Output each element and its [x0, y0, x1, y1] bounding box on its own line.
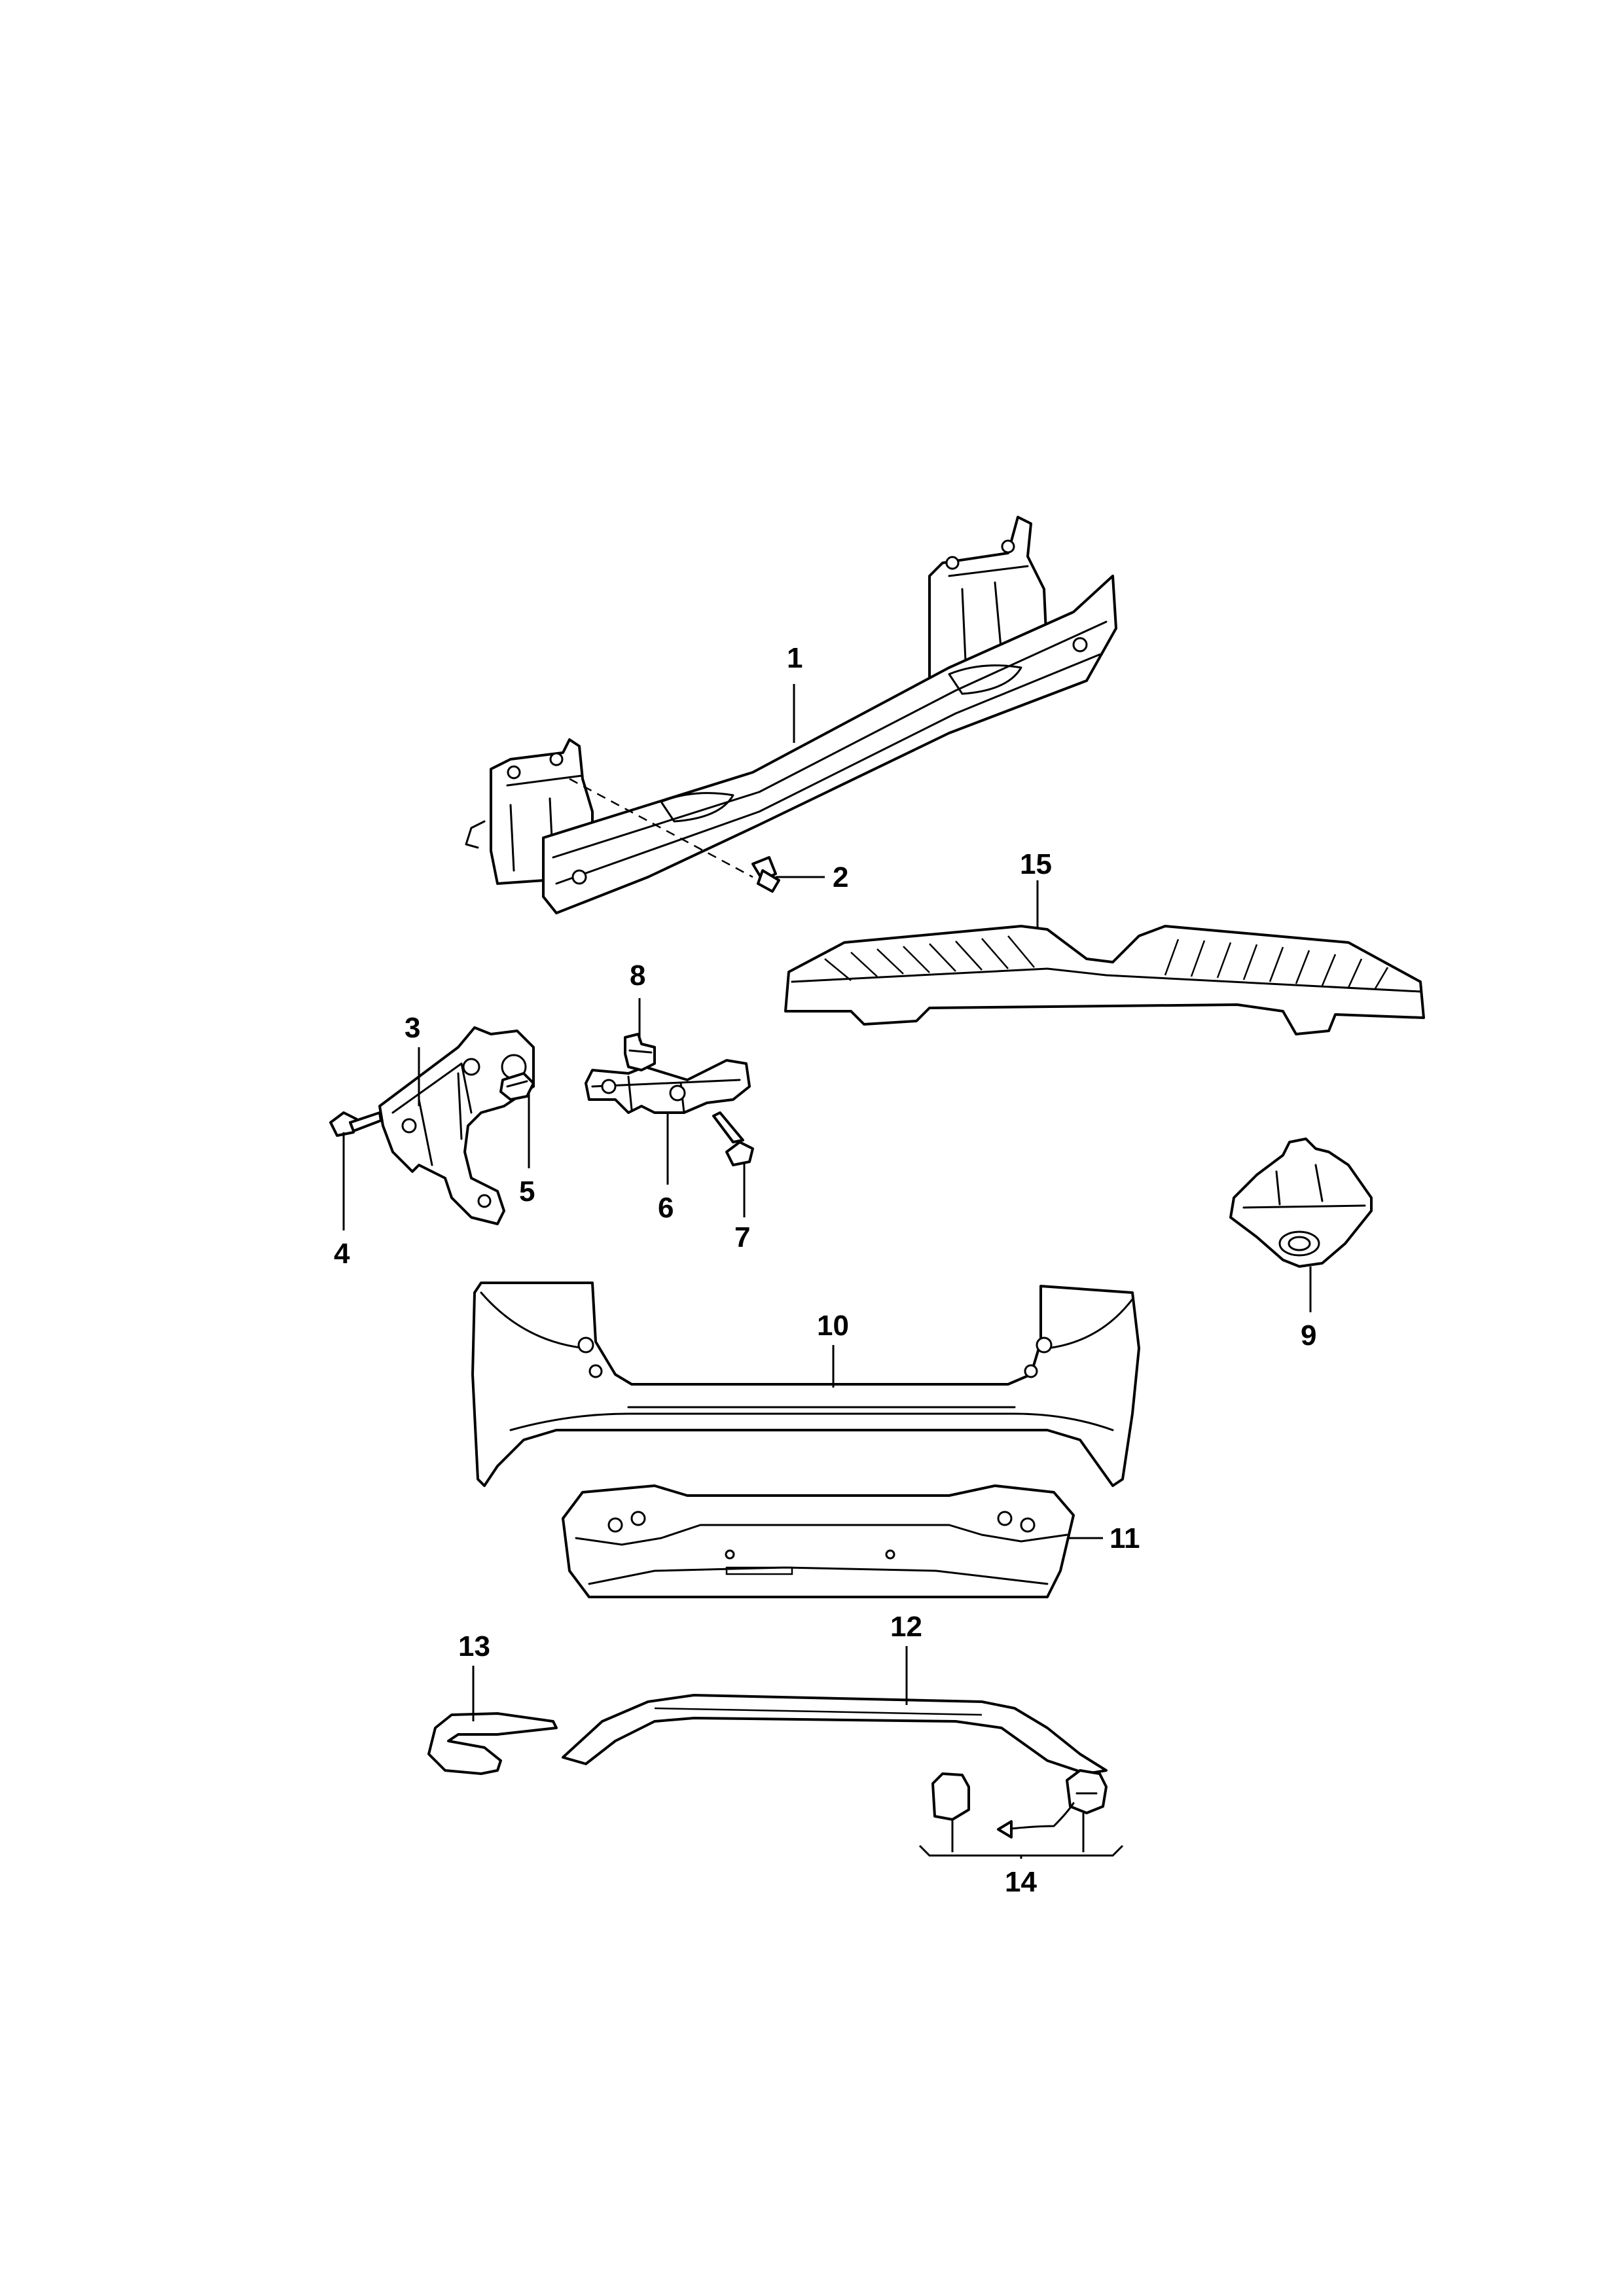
callout-labels: 1 2 3 4 5 6 7 8 9 10 11 12 13 14 15 — [334, 642, 1316, 1898]
callout-8: 8 — [630, 960, 645, 992]
callout-14: 14 — [1005, 1866, 1037, 1898]
callout-13: 13 — [458, 1630, 490, 1662]
callout-2: 2 — [833, 861, 848, 893]
callout-15: 15 — [1020, 848, 1052, 880]
part-12-trim-strip[interactable] — [562, 1694, 1108, 1775]
part-11-lower-diffuser[interactable] — [562, 1484, 1075, 1598]
part-4-screw[interactable] — [329, 1111, 382, 1137]
callout-12: 12 — [890, 1611, 922, 1643]
callout-6: 6 — [658, 1192, 674, 1224]
part-13-small-trim[interactable] — [427, 1712, 558, 1775]
part-6-guide-bracket[interactable] — [585, 1059, 751, 1114]
part-15-energy-absorber[interactable] — [784, 925, 1425, 1035]
part-5-clip-nut[interactable] — [499, 1072, 535, 1101]
part-2-screw[interactable] — [751, 856, 780, 893]
part-3-side-bracket[interactable] — [378, 1026, 535, 1225]
part-14-cap-and-connector[interactable] — [931, 1769, 1108, 1839]
part-1-bumper-reinforcement[interactable] — [465, 516, 1117, 914]
callout-11: 11 — [1110, 1522, 1140, 1554]
callout-7: 7 — [734, 1221, 750, 1253]
leader-lines — [342, 684, 1312, 1859]
callout-1: 1 — [787, 642, 803, 674]
callout-10: 10 — [817, 1310, 849, 1342]
callout-3: 3 — [405, 1012, 420, 1044]
callout-9: 9 — [1301, 1319, 1316, 1352]
part-9-camera-unit[interactable] — [1229, 1138, 1373, 1268]
part-7-screw[interactable] — [712, 1111, 754, 1166]
callout-5: 5 — [519, 1175, 535, 1208]
part-10-bumper-cover[interactable] — [471, 1282, 1140, 1487]
callout-4: 4 — [334, 1238, 350, 1270]
